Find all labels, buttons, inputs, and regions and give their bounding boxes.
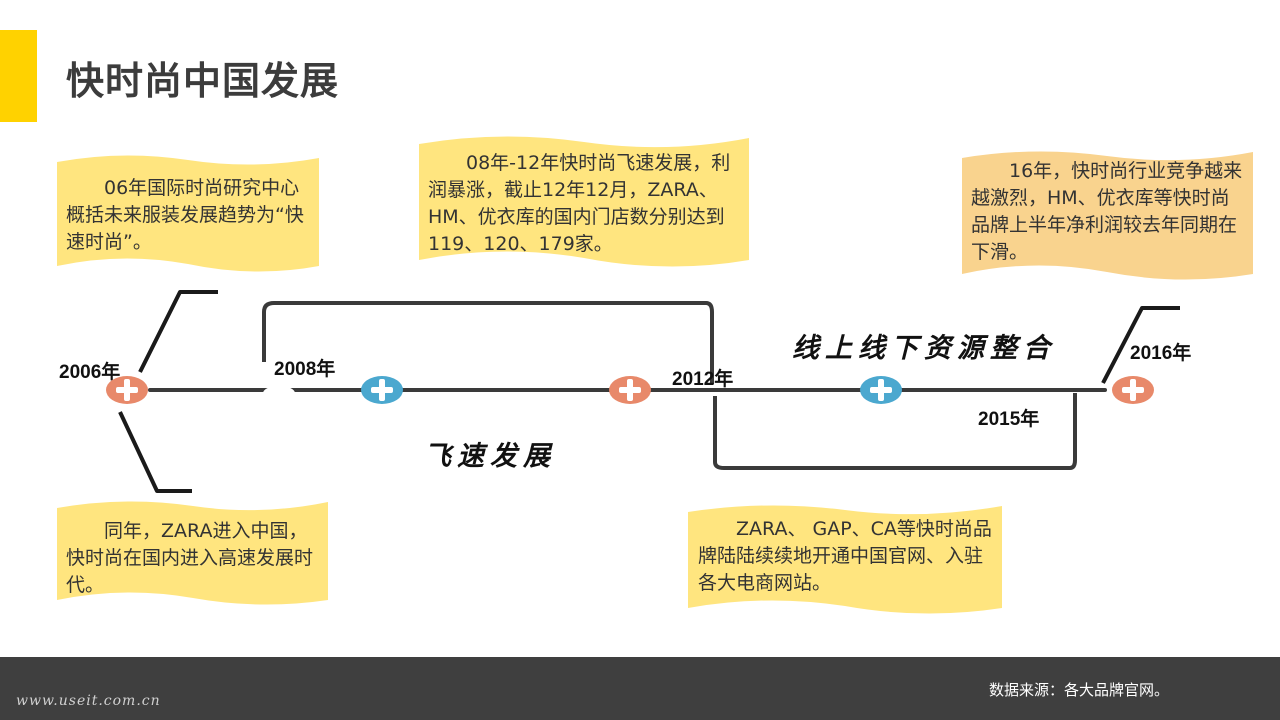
note-shape	[57, 501, 328, 605]
site-watermark: www.useit.com.cn	[16, 693, 161, 709]
phase-label-rapid: 飞速发展	[424, 441, 556, 472]
note-2006-zara: 同年，ZARA进入中国，快时尚在国内进入高速发展时代。	[57, 494, 328, 610]
node-2016	[1112, 376, 1154, 404]
node-2015	[860, 376, 902, 404]
node-2006	[106, 376, 148, 404]
note-2016: 16年，快时尚行业竞争越来越激烈，HM、优衣库等快时尚品牌上半年净利润较去年同期…	[962, 146, 1253, 288]
footer-bar: www.useit.com.cn 数据来源：各大品牌官网。	[0, 657, 1280, 720]
year-label-2015: 2015年	[978, 409, 1040, 430]
year-label-2016: 2016年	[1130, 343, 1192, 364]
note-text: 06年国际时尚研究中心概括未来服装发展趋势为“快速时尚”。	[66, 177, 304, 253]
page-title: 快时尚中国发展	[66, 59, 340, 103]
note-shape	[57, 155, 319, 272]
note-text: 16年，快时尚行业竞争越来越激烈，HM、优衣库等快时尚品牌上半年净利润较去年同期…	[971, 160, 1243, 263]
node-2012	[609, 376, 651, 404]
data-source: 数据来源：各大品牌官网。	[988, 681, 1169, 699]
note-text: ZARA、 GAP、CA等快时尚品牌陆陆续续地开通中国官网、入驻各大电商网站。	[698, 518, 992, 594]
note-text: 同年，ZARA进入中国，快时尚在国内进入高速发展时代。	[66, 520, 314, 596]
note-shape	[419, 136, 749, 267]
phase-label-online-offline: 线上线下资源整合	[792, 333, 1056, 364]
year-label-2006: 2006年	[59, 362, 121, 383]
note-2006-research: 06年国际时尚研究中心概括未来服装发展趋势为“快速时尚”。	[57, 150, 319, 277]
note-2015: ZARA、 GAP、CA等快时尚品牌陆陆续续地开通中国官网、入驻各大电商网站。	[688, 498, 1002, 620]
title-accent-bar	[0, 30, 37, 122]
year-label-2008: 2008年	[274, 359, 336, 380]
note-shape	[962, 151, 1253, 280]
node-2008	[361, 376, 403, 404]
year-label-2012: 2012年	[672, 369, 734, 390]
note-shape	[688, 505, 1002, 614]
note-2008-2012: 08年-12年快时尚飞速发展，利润暴涨，截止12年12月，ZARA、HM、优衣库…	[419, 128, 749, 274]
note-text: 08年-12年快时尚飞速发展，利润暴涨，截止12年12月，ZARA、HM、优衣库…	[428, 152, 731, 255]
